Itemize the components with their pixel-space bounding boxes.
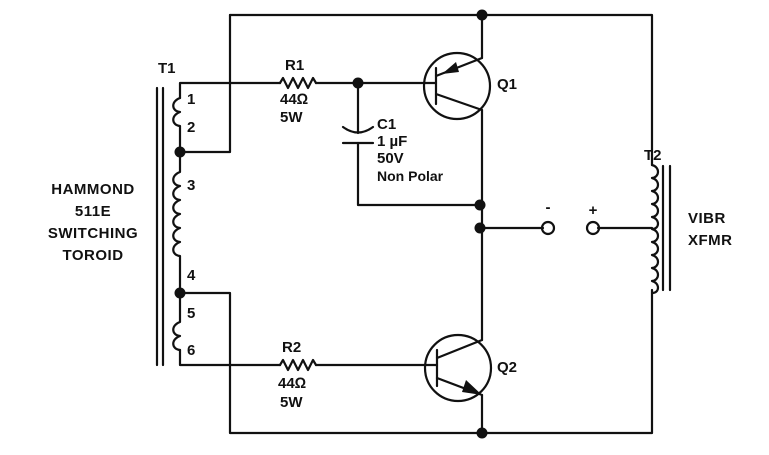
t2-desc-1: VIBR <box>688 210 726 227</box>
transformer-t1: T1 1 2 3 4 5 6 HAMMOND 511E SWITCHING TO… <box>48 60 196 367</box>
c1-ref: C1 <box>377 116 396 133</box>
t1-pin-4: 4 <box>187 267 196 284</box>
wires <box>178 13 654 435</box>
junction-dots <box>174 9 488 439</box>
c1-type: Non Polar <box>377 168 444 184</box>
q2-ref: Q2 <box>497 359 517 376</box>
t1-ref: T1 <box>158 60 176 77</box>
r2-power: 5W <box>280 394 303 411</box>
t1-pin-3: 3 <box>187 177 195 194</box>
transistor-q2: Q2 <box>423 333 517 403</box>
c1-value: 1 µF <box>377 133 407 150</box>
c1-voltage: 50V <box>377 150 404 167</box>
terminal-plus-label: + <box>589 202 598 219</box>
t1-desc-4: TOROID <box>62 247 123 264</box>
t1-desc-1: HAMMOND <box>51 181 135 198</box>
capacitor-c1: C1 1 µF 50V Non Polar <box>341 116 444 184</box>
t1-pin-5: 5 <box>187 305 195 322</box>
r2-value: 44Ω <box>278 375 306 392</box>
resistor-r1: R1 44Ω 5W <box>278 57 318 126</box>
r1-power: 5W <box>280 109 303 126</box>
q1-ref: Q1 <box>497 76 517 93</box>
terminal-minus <box>540 220 556 236</box>
terminal-minus-label: - <box>546 199 551 216</box>
r1-ref: R1 <box>285 57 304 74</box>
t2-ref: T2 <box>644 147 662 164</box>
r1-value: 44Ω <box>280 91 308 108</box>
terminal-plus <box>585 220 601 236</box>
resistor-r2: R2 44Ω 5W <box>278 339 318 411</box>
t1-pin-2: 2 <box>187 119 195 136</box>
t1-desc-3: SWITCHING <box>48 225 138 242</box>
r2-ref: R2 <box>282 339 301 356</box>
t1-desc-2: 511E <box>75 203 111 220</box>
transistor-q1: Q1 <box>422 51 517 121</box>
output-terminals: - + <box>540 199 601 236</box>
t2-desc-2: XFMR <box>688 232 733 249</box>
t1-pin-6: 6 <box>187 342 195 359</box>
t1-pin-1: 1 <box>187 91 195 108</box>
transformer-t2: T2 VIBR XFMR <box>644 147 733 295</box>
